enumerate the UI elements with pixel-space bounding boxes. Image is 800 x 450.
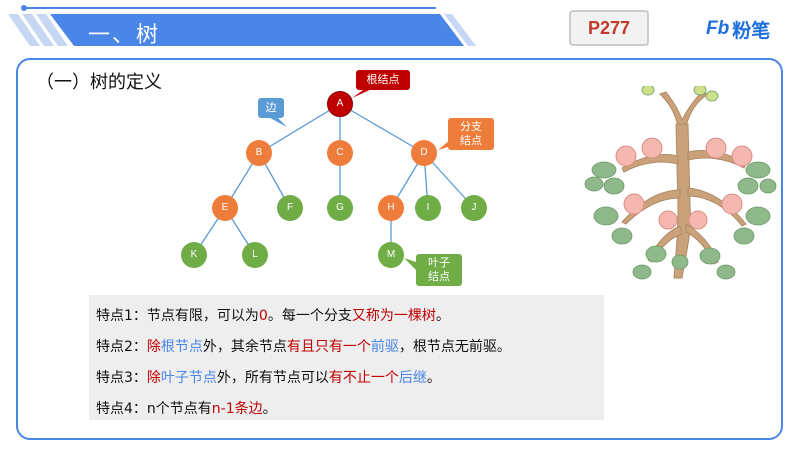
tree-node-h: H xyxy=(378,195,404,221)
note-2-segment: 外，其余节点 xyxy=(202,339,287,355)
leaf-callout-line2: 结点 xyxy=(428,270,450,283)
brand-icon: Fb xyxy=(706,18,730,39)
note-3-segment: 后继 xyxy=(398,370,427,386)
note-4-segment: 。 xyxy=(262,401,277,417)
leaf-callout-line1: 叶子 xyxy=(428,256,450,269)
note-3-segment: 特点3： xyxy=(96,370,147,386)
tree-node-e: E xyxy=(212,195,238,221)
note-1: 特点1：节点有限，可以为0。每一个分支又称为一棵树。 xyxy=(96,305,450,325)
tree-node-a: A xyxy=(327,91,353,117)
tree-node-d: D xyxy=(411,140,437,166)
page-reference-badge: P277 xyxy=(569,10,649,46)
branch-callout-line1: 分支 xyxy=(460,120,482,133)
tree-node-g: G xyxy=(327,195,353,221)
tree-node-c: C xyxy=(327,140,353,166)
header-banner-shape xyxy=(8,5,476,46)
header-banner: 一、树 xyxy=(0,0,800,60)
note-1-segment: 0 xyxy=(258,308,268,324)
note-3-segment: 。 xyxy=(426,370,441,386)
note-1-segment: 又称为一棵树 xyxy=(351,308,436,324)
note-2: 特点2：除根节点外，其余节点有且只有一个前驱，根节点无前驱。 xyxy=(96,336,511,356)
note-3-segment: 除 xyxy=(146,370,161,386)
root-node-callout: 根结点 xyxy=(356,70,410,90)
note-4: 特点4：n个节点有n-1条边。 xyxy=(96,398,277,418)
tree-node-i: I xyxy=(415,195,441,221)
brand-logo: Fb 粉笔 xyxy=(706,16,770,42)
tree-node-l: L xyxy=(242,242,268,268)
section-title: （一）树的定义 xyxy=(36,72,162,93)
note-3: 特点3：除叶子节点外，所有节点可以有不止一个后继。 xyxy=(96,367,441,387)
tree-node-j: J xyxy=(461,195,487,221)
leaf-node-callout: 叶子 结点 xyxy=(416,254,462,286)
branch-node-callout: 分支 结点 xyxy=(448,118,494,150)
tree-node-b: B xyxy=(246,140,272,166)
note-1-segment: 特点1：节点有限，可以为 xyxy=(96,308,259,324)
edge-a-b xyxy=(258,103,341,154)
tree-node-m: M xyxy=(378,242,404,268)
note-1-segment: 。 xyxy=(435,308,450,324)
note-4-segment: 特点4：n个节点有 xyxy=(96,401,212,417)
edge-a-d xyxy=(339,103,425,154)
edge-callout: 边 xyxy=(258,98,284,118)
note-1-segment: 。每一个分支 xyxy=(267,308,352,324)
note-3-segment: 叶子节点 xyxy=(160,370,217,386)
tree-illustration-icon xyxy=(582,84,777,282)
tree-node-f: F xyxy=(277,195,303,221)
branch-callout-line2: 结点 xyxy=(460,134,482,147)
brand-name: 粉笔 xyxy=(732,19,771,42)
note-2-segment: 特点2： xyxy=(96,339,147,355)
note-2-segment: 有且只有一个 xyxy=(286,339,371,355)
note-2-segment: ，根节点无前驱。 xyxy=(398,339,511,355)
note-2-segment: 除 xyxy=(146,339,161,355)
note-3-segment: 外，所有节点可以 xyxy=(216,370,329,386)
note-2-segment: 根节点 xyxy=(160,339,203,355)
note-2-segment: 前驱 xyxy=(370,339,399,355)
note-4-segment: n-1条边 xyxy=(211,401,263,417)
page-title: 一、树 xyxy=(88,23,161,48)
characteristics-box: 特点1：节点有限，可以为0。每一个分支又称为一棵树。 特点2：除根节点外，其余节… xyxy=(89,295,604,420)
tree-node-k: K xyxy=(181,242,207,268)
note-3-segment: 有不止一个 xyxy=(328,370,399,386)
